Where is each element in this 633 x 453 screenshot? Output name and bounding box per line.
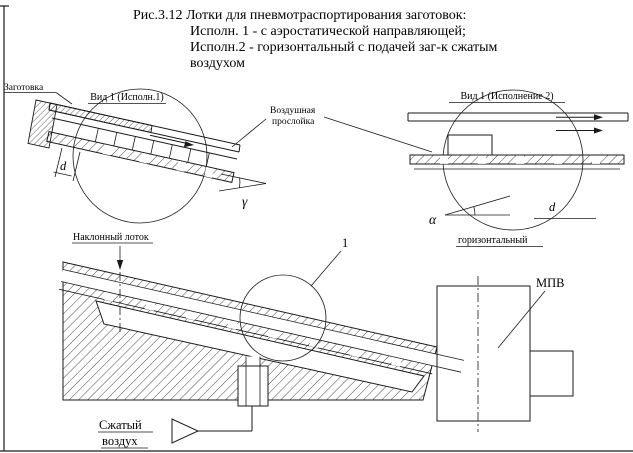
view-2-label-text: Вид 1 (Исполнение 2) xyxy=(460,91,553,102)
compressed-air-source: Сжатый воздух xyxy=(98,406,253,449)
tray-surface-and-slots xyxy=(51,117,238,167)
dim-d-left-text: d xyxy=(60,159,67,173)
main-view: МПВ Наклонный лоток 1 горизонтальный Сжа… xyxy=(59,232,574,449)
inclined-tray-callout: Наклонный лоток xyxy=(72,232,153,332)
mpv-box xyxy=(436,285,531,422)
air-gap-callout: Воздушная прослойка xyxy=(231,106,433,153)
detail-balloon-circle-1 xyxy=(72,88,208,224)
direction-arrow-icon xyxy=(149,134,194,148)
detail-1-callout: 1 xyxy=(239,236,348,362)
figure-title-line2: Исполн. 1 - с аэростатической направляющ… xyxy=(190,24,466,39)
angle-alpha: α xyxy=(429,195,511,227)
flow-arrow-icon-top xyxy=(556,114,603,121)
guide-plate xyxy=(407,112,629,122)
air-source-triangle-icon xyxy=(171,418,200,444)
nozzle-strip-2 xyxy=(409,154,625,170)
horizontal-label: горизонтальный xyxy=(458,235,528,246)
view-1-label: Вид 1 (Исполн.1) xyxy=(88,92,166,104)
air-channel xyxy=(61,269,436,366)
dimension-d-right: d xyxy=(534,200,596,219)
detail-number: 1 xyxy=(342,236,348,250)
down-arrow-icon xyxy=(116,260,124,270)
view-2-label: Вид 1 (Исполнение 2) xyxy=(449,91,565,103)
figure-title-line3: Исполн.2 - горизонтальный с подачей заг-… xyxy=(190,40,498,55)
figure-title: Рис.3.12 Лотки для пневмотраспортировани… xyxy=(133,8,498,71)
mpv-unit: МПВ xyxy=(436,276,574,432)
air-gap-label-line2: прослойка xyxy=(272,116,315,127)
dim-d-right-text: d xyxy=(549,200,556,214)
figure-title-line1: Рис.3.12 Лотки для пневмотраспортировани… xyxy=(133,8,466,23)
compressed-air-line1: Сжатый xyxy=(99,418,142,432)
page-border xyxy=(0,5,633,452)
angle-gamma: γ xyxy=(218,173,267,209)
air-plenum xyxy=(95,300,425,393)
channel-extension xyxy=(433,353,465,373)
inclined-tray-label: Наклонный лоток xyxy=(73,232,149,243)
air-gap-label-line1: Воздушная xyxy=(270,106,316,116)
view-1-label-text: Вид 1 (Исполн.1) xyxy=(90,92,164,103)
flow-arrow-icon-bottom xyxy=(556,127,603,134)
horizontal-callout: горизонтальный xyxy=(456,235,543,247)
workpiece-label: Заготовка xyxy=(4,83,44,93)
angle-gamma-text: γ xyxy=(242,194,248,209)
detail-circle-main xyxy=(239,274,327,362)
workpiece-callout: Заготовка xyxy=(4,83,73,105)
left-wall-section xyxy=(27,99,58,149)
nozzle-slots-main xyxy=(103,292,402,367)
angle-alpha-text: α xyxy=(429,212,437,227)
detail-view-2: Вид 1 (Исполнение 2) xyxy=(407,89,629,231)
dimension-d-left: d xyxy=(53,147,81,182)
mpv-shaft xyxy=(529,350,574,397)
detail-view-1: Заготовка Вид 1 (Исполн.1) xyxy=(4,83,267,224)
compressed-air-line2: воздух xyxy=(102,434,138,448)
nozzle-strip-1 xyxy=(46,131,235,183)
figure-title-line4: воздухом xyxy=(190,56,245,71)
air-inlet-fitting xyxy=(237,356,269,407)
workpiece-rect xyxy=(447,134,493,156)
mpv-label: МПВ xyxy=(536,276,564,290)
